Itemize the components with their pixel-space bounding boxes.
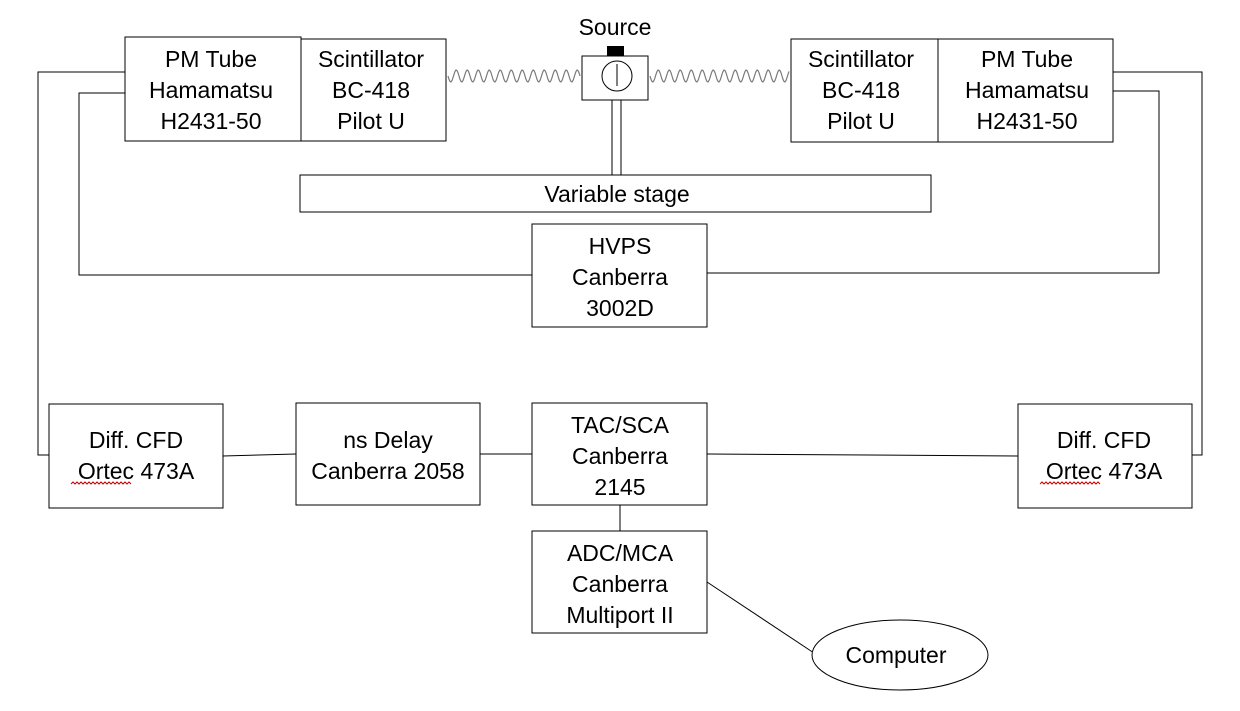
adc-line2: Canberra: [572, 571, 668, 597]
source-cap: [607, 46, 624, 56]
right-pmt-box: [937, 38, 1114, 143]
right-cfd-line2: Ortec 473A: [1046, 458, 1163, 484]
right-pmt-line3: H2431-50: [976, 108, 1077, 134]
adc-to-computer-wire: [706, 581, 815, 654]
left-scintillator-line1: Scintillator: [318, 46, 424, 72]
right-scintillator-line2: BC-418: [822, 77, 900, 103]
right-scintillator-line1: Scintillator: [808, 46, 914, 72]
hvps-line3: 3002D: [586, 295, 654, 321]
delay-line2: Canberra 2058: [311, 458, 464, 484]
tac-to-right-cfd-wire: [706, 453, 1019, 457]
right-cfd-spellcheck-underline: [1039, 481, 1101, 485]
left-cfd-line1: Diff. CFD: [89, 427, 183, 453]
left-pmt-box: [124, 36, 302, 142]
adc-box: [531, 530, 708, 634]
right-pmt-signal-wire: [1113, 71, 1203, 456]
left-pmt-line3: H2431-50: [160, 108, 261, 134]
source-label: Source: [579, 14, 652, 40]
tac-box: [531, 402, 708, 506]
delay-box: [295, 402, 481, 506]
left-pmt-line2: Hamamatsu: [149, 77, 273, 103]
variable-stage-box: [299, 174, 932, 213]
right-cfd-line1: Diff. CFD: [1057, 427, 1151, 453]
left-cfd-spellcheck-underline: [70, 481, 132, 485]
left-pmt-line1: PM Tube: [165, 46, 257, 72]
right-scintillator-line3: Pilot U: [827, 108, 895, 134]
left-cfd-line2: Ortec 473A: [78, 458, 195, 484]
left-pmt-signal-wire: [37, 71, 125, 456]
tac-line2: Canberra: [572, 443, 668, 469]
left-scintillator-line2: BC-418: [332, 77, 410, 103]
right-pmt-line1: PM Tube: [981, 46, 1073, 72]
right-gamma-wave: [649, 69, 790, 83]
left-scintillator-line3: Pilot U: [337, 108, 405, 134]
variable-stage-label: Variable stage: [544, 181, 689, 207]
right-pmt-line2: Hamamatsu: [965, 77, 1089, 103]
cfd-to-delay-wire: [222, 453, 297, 457]
left-gamma-wave: [447, 69, 581, 83]
hvps-box: [531, 223, 708, 328]
right-scintillator-box: [790, 38, 939, 143]
left-scintillator-box: [300, 38, 447, 142]
adc-line1: ADC/MCA: [567, 540, 674, 566]
left-hv-wire: [78, 92, 532, 276]
computer-ellipse: [811, 619, 989, 691]
left-cfd-box: [48, 403, 224, 509]
hvps-line2: Canberra: [572, 264, 668, 290]
hvps-line1: HVPS: [589, 233, 652, 259]
right-hv-wire: [707, 90, 1160, 274]
tac-line1: TAC/SCA: [571, 412, 670, 438]
tac-line3: 2145: [594, 474, 645, 500]
adc-line3: Multiport II: [566, 602, 673, 628]
computer-label: Computer: [846, 642, 947, 668]
right-cfd-box: [1017, 403, 1193, 509]
delay-line1: ns Delay: [343, 427, 433, 453]
